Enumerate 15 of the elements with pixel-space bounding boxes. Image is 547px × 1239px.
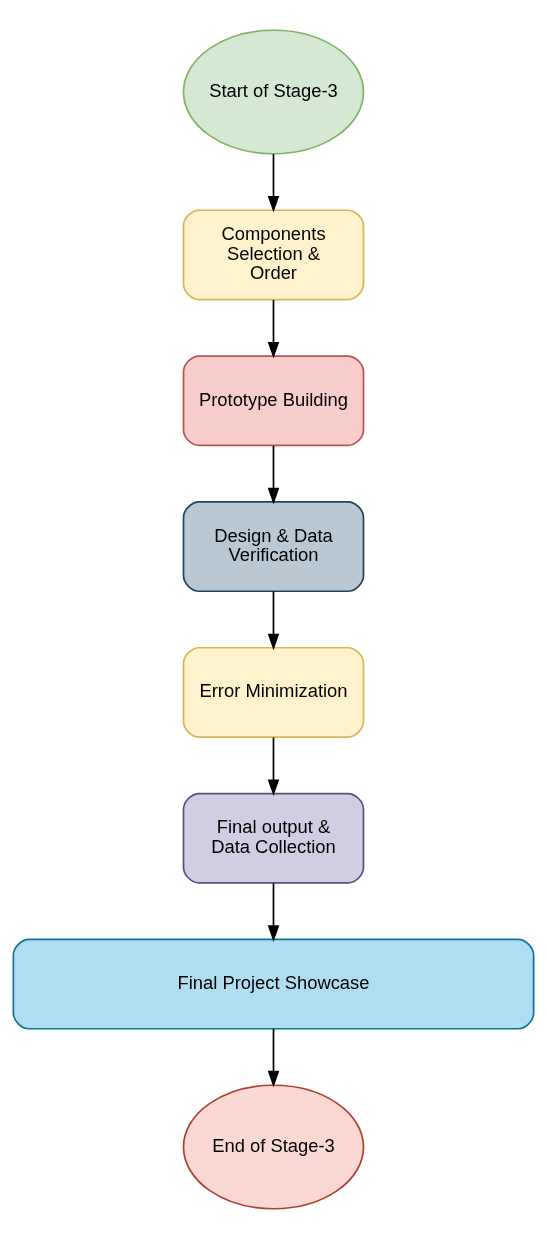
node-box: Prototype Building [182,355,365,447]
arrow [267,882,280,942]
arrow [267,299,280,359]
node-ellipse: Start of Stage-3 [182,29,365,155]
node-box: Design & Data Verification [182,501,365,593]
arrow [267,444,280,505]
node-ellipse: End of Stage-3 [182,1084,365,1210]
arrow [267,590,280,651]
node-box: Final Project Showcase [12,938,535,1030]
arrow [267,1027,280,1088]
node-box: Error Minimization [182,646,365,738]
node-box: Components Selection & Order [182,209,365,301]
arrow [267,736,280,797]
arrow [267,153,280,213]
node-box: Final output & Data Collection [182,792,365,884]
